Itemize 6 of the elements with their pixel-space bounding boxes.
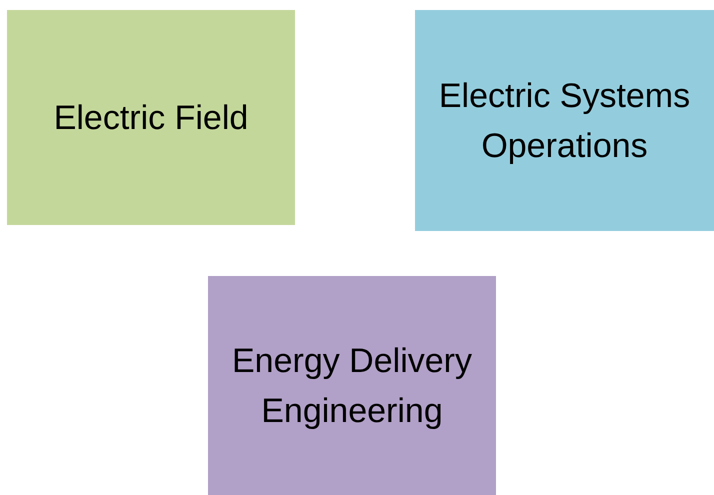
topic-box (7, 10, 295, 225)
topic-box (208, 276, 496, 495)
box-label: Energy Delivery Engineering (231, 340, 473, 432)
box-label: Electric Systems Operations (438, 76, 692, 166)
box-label: Electric Field (54, 98, 248, 138)
topic-box (415, 10, 714, 231)
